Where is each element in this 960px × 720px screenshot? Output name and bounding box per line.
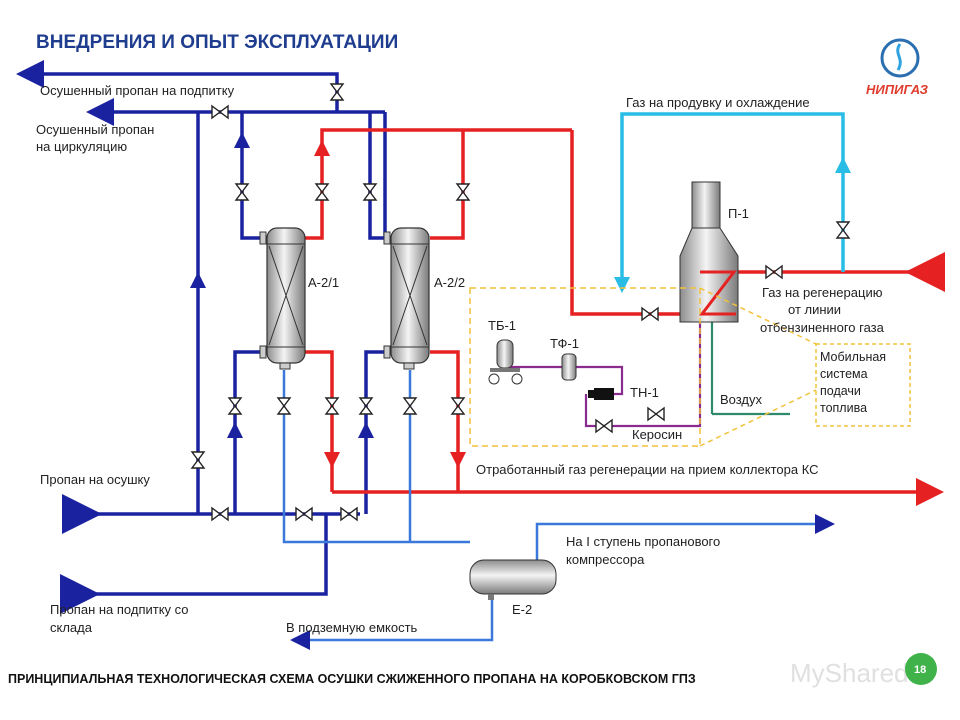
label-tn1: ТН-1	[630, 385, 659, 400]
label-air: Воздух	[720, 392, 763, 407]
valve-icon	[595, 418, 613, 434]
label-tb1: ТБ-1	[488, 318, 516, 333]
valve-icon	[358, 397, 374, 415]
valve-icon	[211, 104, 229, 120]
label-dried-circ-1: Осушенный пропан	[36, 122, 154, 137]
valve-icon	[455, 183, 471, 201]
valve-icon	[340, 506, 358, 522]
valve-icon	[234, 183, 250, 201]
label-p1: П-1	[728, 206, 749, 221]
label-purge: Газ на продувку и охлаждение	[626, 95, 810, 110]
valve-icon	[227, 397, 243, 415]
label-regen-2: от линии	[788, 302, 841, 317]
label-spent-gas: Отработанный газ регенерации на прием ко…	[476, 462, 819, 477]
fuel-tank-tb1	[488, 339, 523, 385]
label-dried-circ-2: на циркуляцию	[36, 139, 127, 154]
label-regen-3: отбензиненного газа	[760, 320, 885, 335]
valve-icon	[362, 183, 378, 201]
label-storage-1: Пропан на подпитку со	[50, 602, 189, 617]
valve-icon	[835, 221, 851, 239]
page-title: ВНЕДРЕНИЯ И ОПЫТ ЭКСПЛУАТАЦИИ	[36, 32, 398, 53]
watermark: MyShared	[790, 658, 909, 688]
adsorber-a22	[383, 227, 430, 370]
adsorber-a21	[259, 227, 306, 370]
label-a22: А-2/2	[434, 275, 465, 290]
fuel-filter-tf1	[561, 353, 577, 381]
label-propane-to-dry: Пропан на осушку	[40, 472, 150, 487]
valves	[190, 83, 851, 522]
page-number-badge: 18	[905, 653, 937, 685]
fuel-lines	[510, 320, 702, 428]
nipigaz-logo: НИПИГАЗ	[866, 38, 929, 97]
valve-icon	[641, 306, 659, 322]
valve-icon	[647, 406, 665, 422]
label-a21: А-2/1	[308, 275, 339, 290]
fuel-pump-tn1	[588, 388, 614, 400]
valve-icon	[765, 264, 783, 280]
label-kerosene: Керосин	[632, 427, 682, 442]
storage-feed-line	[62, 514, 328, 596]
furnace-p1	[679, 181, 739, 323]
valve-icon	[450, 397, 466, 415]
footer-caption: ПРИНЦИПИАЛЬНАЯ ТЕХНОЛОГИЧЕСКАЯ СХЕМА ОСУ…	[8, 672, 696, 686]
valve-icon	[211, 506, 229, 522]
label-dried-makeup: Осушенный пропан на подпитку	[40, 83, 235, 98]
valve-icon	[276, 397, 292, 415]
label-mobile-3: подачи	[820, 384, 861, 398]
air-line	[710, 320, 790, 416]
valve-icon	[324, 397, 340, 415]
label-underground: В подземную емкость	[286, 620, 418, 635]
label-compressor-2: компрессора	[566, 552, 645, 567]
dried-propane-lines	[16, 60, 387, 516]
nipigaz-flame-logo-icon	[880, 38, 920, 78]
label-mobile-1: Мобильная	[820, 350, 886, 364]
label-regen-1: Газ на регенерацию	[762, 285, 883, 300]
mobile-fuel-box	[815, 343, 911, 427]
purge-gas-line	[620, 112, 845, 290]
label-tf1: ТФ-1	[550, 336, 579, 351]
tank-e2	[469, 559, 557, 600]
valve-icon	[314, 183, 330, 201]
label-storage-2: склада	[50, 620, 93, 635]
logo-text: НИПИГАЗ	[866, 82, 929, 97]
label-mobile-2: система	[820, 367, 868, 381]
fuel-system-box	[469, 287, 701, 447]
label-mobile-4: топлива	[820, 401, 867, 415]
valve-icon	[295, 506, 313, 522]
label-e2: Е-2	[512, 602, 532, 617]
valve-icon	[329, 83, 345, 101]
valve-icon	[402, 397, 418, 415]
valve-icon	[190, 451, 206, 469]
label-compressor-1: На I ступень пропанового	[566, 534, 720, 549]
page-number: 18	[914, 664, 926, 676]
